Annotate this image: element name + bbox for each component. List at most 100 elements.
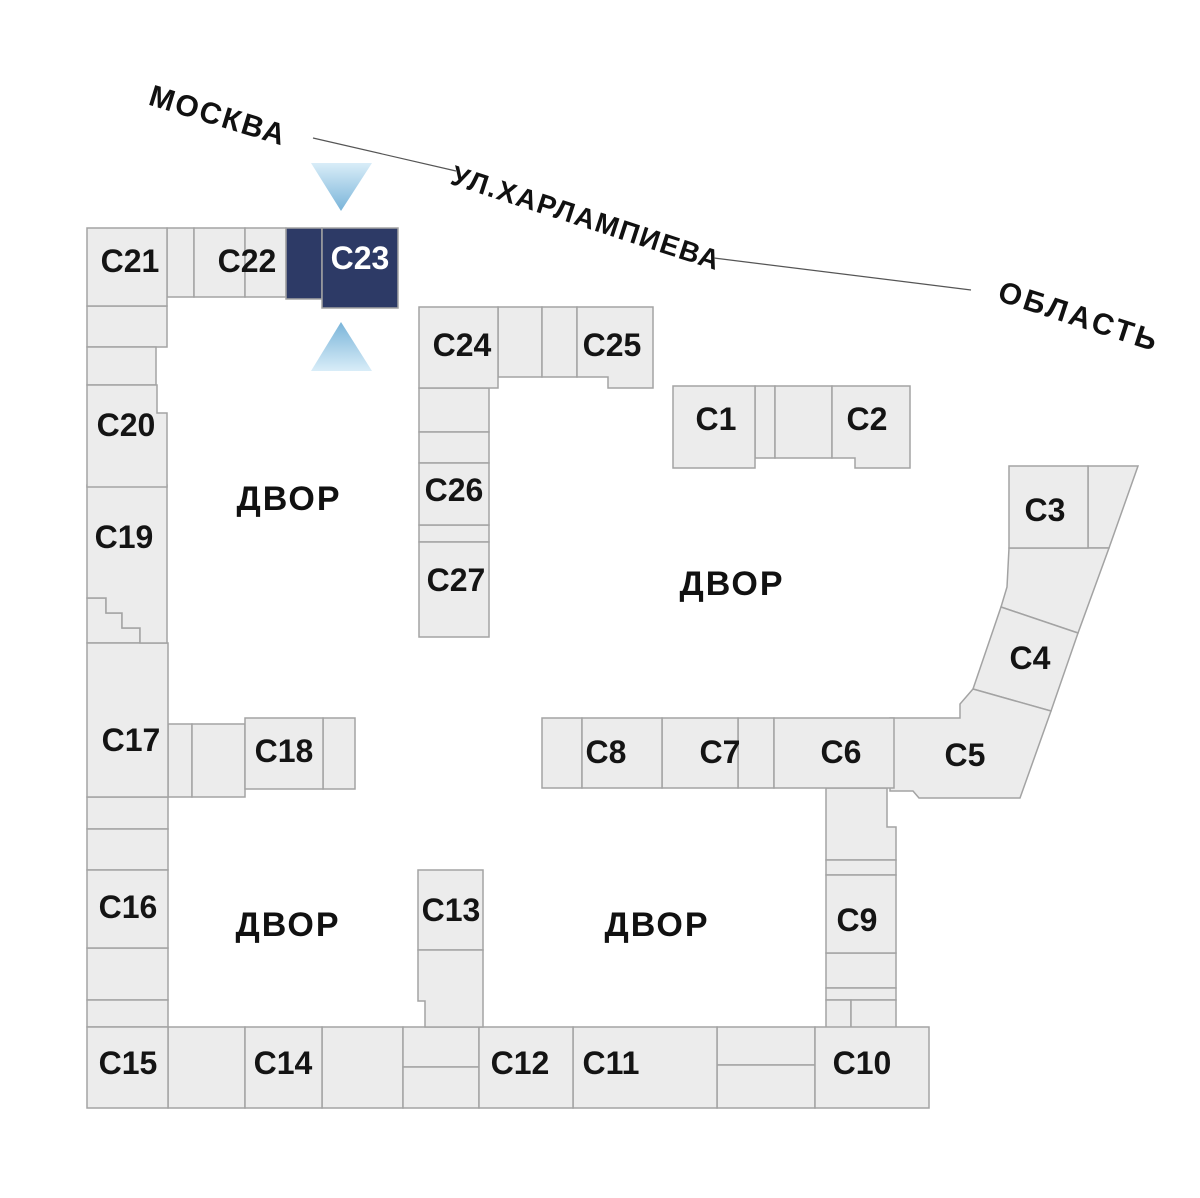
building-section bbox=[86, 999, 169, 1028]
building-section bbox=[541, 717, 583, 789]
building-c2[interactable]: С2 bbox=[831, 385, 911, 469]
building-shape[interactable] bbox=[889, 688, 1052, 799]
building-section bbox=[418, 387, 490, 433]
building-section bbox=[716, 1064, 816, 1109]
building-c20[interactable]: С20 bbox=[86, 384, 168, 488]
building-shape[interactable] bbox=[417, 949, 484, 1028]
building-section bbox=[86, 796, 169, 830]
building-shape[interactable] bbox=[672, 385, 756, 469]
building-section bbox=[86, 947, 169, 1001]
building-c21[interactable]: С21 bbox=[86, 227, 168, 307]
building-shape[interactable] bbox=[1008, 465, 1089, 549]
building-c16[interactable]: С16 bbox=[86, 869, 169, 949]
building-c24[interactable]: С24 bbox=[418, 306, 499, 389]
building-shape[interactable] bbox=[86, 384, 168, 488]
building-shape[interactable] bbox=[576, 306, 654, 389]
building-section bbox=[167, 723, 193, 798]
building-c25[interactable]: С25 bbox=[576, 306, 654, 389]
courtyard-label: ДВОР bbox=[679, 565, 784, 603]
building-section bbox=[716, 1026, 816, 1066]
building-label-c7: С7 bbox=[700, 734, 741, 770]
street-from-label: МОСКВА bbox=[145, 79, 291, 152]
building-section bbox=[774, 385, 833, 459]
building-label-c27: С27 bbox=[427, 562, 486, 598]
building-c17[interactable]: С17 bbox=[86, 642, 169, 798]
building-shape[interactable] bbox=[478, 1026, 574, 1109]
building-label-c20: С20 bbox=[97, 407, 156, 443]
building-label-c2: С2 bbox=[847, 401, 888, 437]
street-connector-line bbox=[312, 137, 457, 172]
building-shape[interactable] bbox=[418, 306, 499, 389]
building-c12[interactable]: С12 bbox=[478, 1026, 574, 1109]
building-shape[interactable] bbox=[86, 642, 169, 798]
building-section bbox=[825, 987, 897, 1001]
building-c7[interactable]: С7 bbox=[661, 717, 741, 789]
building-section bbox=[322, 717, 356, 790]
building-c5[interactable]: С5 bbox=[889, 688, 1052, 799]
building-shape[interactable] bbox=[244, 717, 324, 790]
building-c15[interactable]: С15 bbox=[86, 1026, 169, 1109]
building-section bbox=[418, 524, 490, 543]
building-shape[interactable] bbox=[581, 717, 663, 789]
building-c14[interactable]: С14 bbox=[244, 1026, 323, 1109]
building-section bbox=[825, 859, 897, 876]
building-c22[interactable]: С22 bbox=[193, 227, 287, 298]
building-c27[interactable]: С27 bbox=[418, 541, 490, 638]
street-name-label: УЛ.ХАРЛАМПИЕВА bbox=[447, 160, 725, 277]
courtyard-label: ДВОР bbox=[236, 480, 341, 518]
building-c23[interactable]: С23 bbox=[285, 227, 399, 309]
building-c19[interactable]: С19 bbox=[86, 484, 168, 644]
building-shape[interactable] bbox=[321, 227, 399, 309]
building-c8[interactable]: С8 bbox=[581, 717, 663, 789]
building-label-c26: С26 bbox=[425, 472, 484, 508]
street-connector-line bbox=[713, 257, 972, 291]
building-label-c11: С11 bbox=[583, 1045, 640, 1081]
building-label-c4: С4 bbox=[1010, 640, 1051, 676]
building-c9[interactable]: С9 bbox=[825, 874, 897, 954]
building-shape[interactable] bbox=[86, 227, 168, 307]
building-section bbox=[825, 787, 897, 861]
building-label-c21: С21 bbox=[101, 243, 160, 279]
building-c26[interactable]: С26 bbox=[418, 462, 490, 526]
building-label-c17: С17 bbox=[102, 722, 161, 758]
building-c1[interactable]: С1 bbox=[672, 385, 756, 469]
building-label-c9: С9 bbox=[837, 902, 878, 938]
building-shape[interactable] bbox=[244, 1026, 323, 1109]
building-label-c10: С10 bbox=[833, 1045, 892, 1081]
building-section bbox=[191, 723, 246, 798]
building-sections-layer bbox=[86, 227, 1140, 1109]
building-label-c8: С8 bbox=[586, 734, 627, 770]
building-shape[interactable] bbox=[773, 717, 895, 789]
building-c18[interactable]: С18 bbox=[244, 717, 324, 790]
building-label-c1: С1 bbox=[696, 401, 737, 437]
building-section bbox=[850, 999, 897, 1031]
building-section bbox=[402, 1066, 480, 1109]
building-shape[interactable] bbox=[86, 484, 168, 644]
courtyard-label: ДВОР bbox=[604, 906, 709, 944]
building-label-c13: С13 bbox=[422, 892, 481, 928]
building-c3[interactable]: С3 bbox=[1008, 465, 1089, 549]
building-section bbox=[418, 431, 490, 464]
building-c10[interactable]: С10 bbox=[814, 1026, 930, 1109]
building-label-c18: С18 bbox=[255, 733, 314, 769]
building-label-c24: С24 bbox=[433, 327, 492, 363]
building-section bbox=[86, 346, 157, 386]
building-shape[interactable] bbox=[86, 1026, 169, 1109]
building-shape[interactable] bbox=[86, 869, 169, 949]
building-shape[interactable] bbox=[825, 874, 897, 954]
building-c6[interactable]: С6 bbox=[773, 717, 895, 789]
building-shape[interactable] bbox=[418, 462, 490, 526]
c23-pointer-arrow-bottom bbox=[311, 322, 372, 371]
building-label-c19: С19 bbox=[95, 519, 154, 555]
building-shape[interactable] bbox=[831, 385, 911, 469]
building-c13[interactable]: С13 bbox=[417, 869, 484, 1028]
building-c11[interactable]: С11 bbox=[572, 1026, 718, 1109]
building-shape[interactable] bbox=[285, 227, 323, 300]
building-shape[interactable] bbox=[418, 541, 490, 638]
building-label-c15: С15 bbox=[99, 1045, 158, 1081]
building-label-c3: С3 bbox=[1025, 492, 1066, 528]
building-shape[interactable] bbox=[814, 1026, 930, 1109]
building-section bbox=[497, 306, 543, 378]
